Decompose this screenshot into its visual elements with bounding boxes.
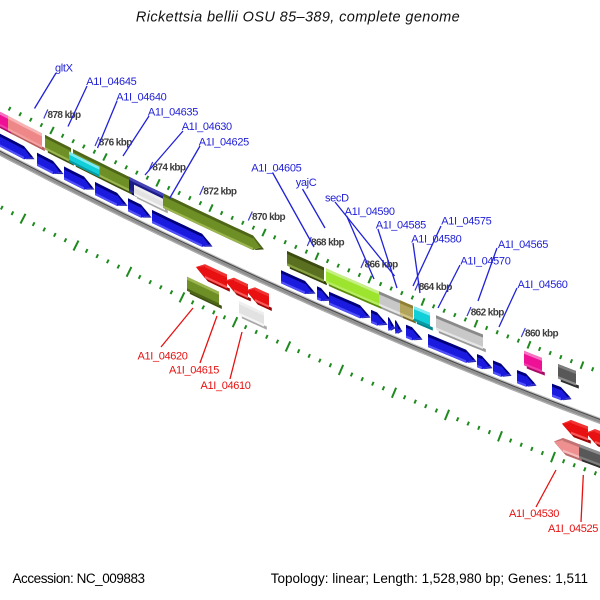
svg-text:A1I_04605: A1I_04605 <box>251 163 301 175</box>
svg-text:A1I_04585: A1I_04585 <box>376 220 426 232</box>
svg-text:866 kbp: 866 kbp <box>365 260 399 271</box>
svg-text:A1I_04560: A1I_04560 <box>518 279 568 291</box>
svg-text:A1I_04625: A1I_04625 <box>199 137 249 149</box>
svg-text:A1I_04620: A1I_04620 <box>138 351 188 363</box>
svg-text:A1I_04615: A1I_04615 <box>169 365 219 377</box>
svg-text:A1I_04645: A1I_04645 <box>86 76 136 88</box>
svg-text:878 kbp: 878 kbp <box>48 110 82 121</box>
svg-text:A1I_04565: A1I_04565 <box>498 239 548 251</box>
svg-text:860 kbp: 860 kbp <box>525 329 559 340</box>
svg-text:A1I_04530: A1I_04530 <box>509 508 559 520</box>
svg-text:870 kbp: 870 kbp <box>252 212 286 223</box>
svg-text:874 kbp: 874 kbp <box>152 163 186 174</box>
svg-text:A1I_04525: A1I_04525 <box>548 523 598 535</box>
svg-text:secD: secD <box>325 192 349 204</box>
svg-text:gltX: gltX <box>55 63 74 75</box>
svg-text:872 kbp: 872 kbp <box>203 187 237 198</box>
svg-text:A1I_04580: A1I_04580 <box>411 234 461 246</box>
svg-text:A1I_04630: A1I_04630 <box>182 121 232 133</box>
svg-text:A1I_04635: A1I_04635 <box>148 107 198 119</box>
svg-text:864 kbp: 864 kbp <box>419 282 453 293</box>
svg-text:A1I_04610: A1I_04610 <box>201 380 251 392</box>
svg-text:876 kbp: 876 kbp <box>99 138 133 149</box>
svg-text:yajC: yajC <box>296 177 317 189</box>
svg-text:A1I_04575: A1I_04575 <box>441 216 491 228</box>
svg-text:Rickettsia bellii OSU 85–389,: Rickettsia bellii OSU 85–389, complete g… <box>136 10 460 26</box>
svg-text:Accession: NC_009883: Accession: NC_009883 <box>13 571 145 586</box>
svg-text:A1I_04570: A1I_04570 <box>460 256 510 268</box>
svg-text:A1I_04590: A1I_04590 <box>345 206 395 218</box>
svg-text:Topology: linear; Length: 1,52: Topology: linear; Length: 1,528,980 bp; … <box>271 571 588 586</box>
svg-text:868 kbp: 868 kbp <box>311 238 345 249</box>
svg-text:862 kbp: 862 kbp <box>471 308 505 319</box>
svg-text:A1I_04640: A1I_04640 <box>116 92 166 104</box>
